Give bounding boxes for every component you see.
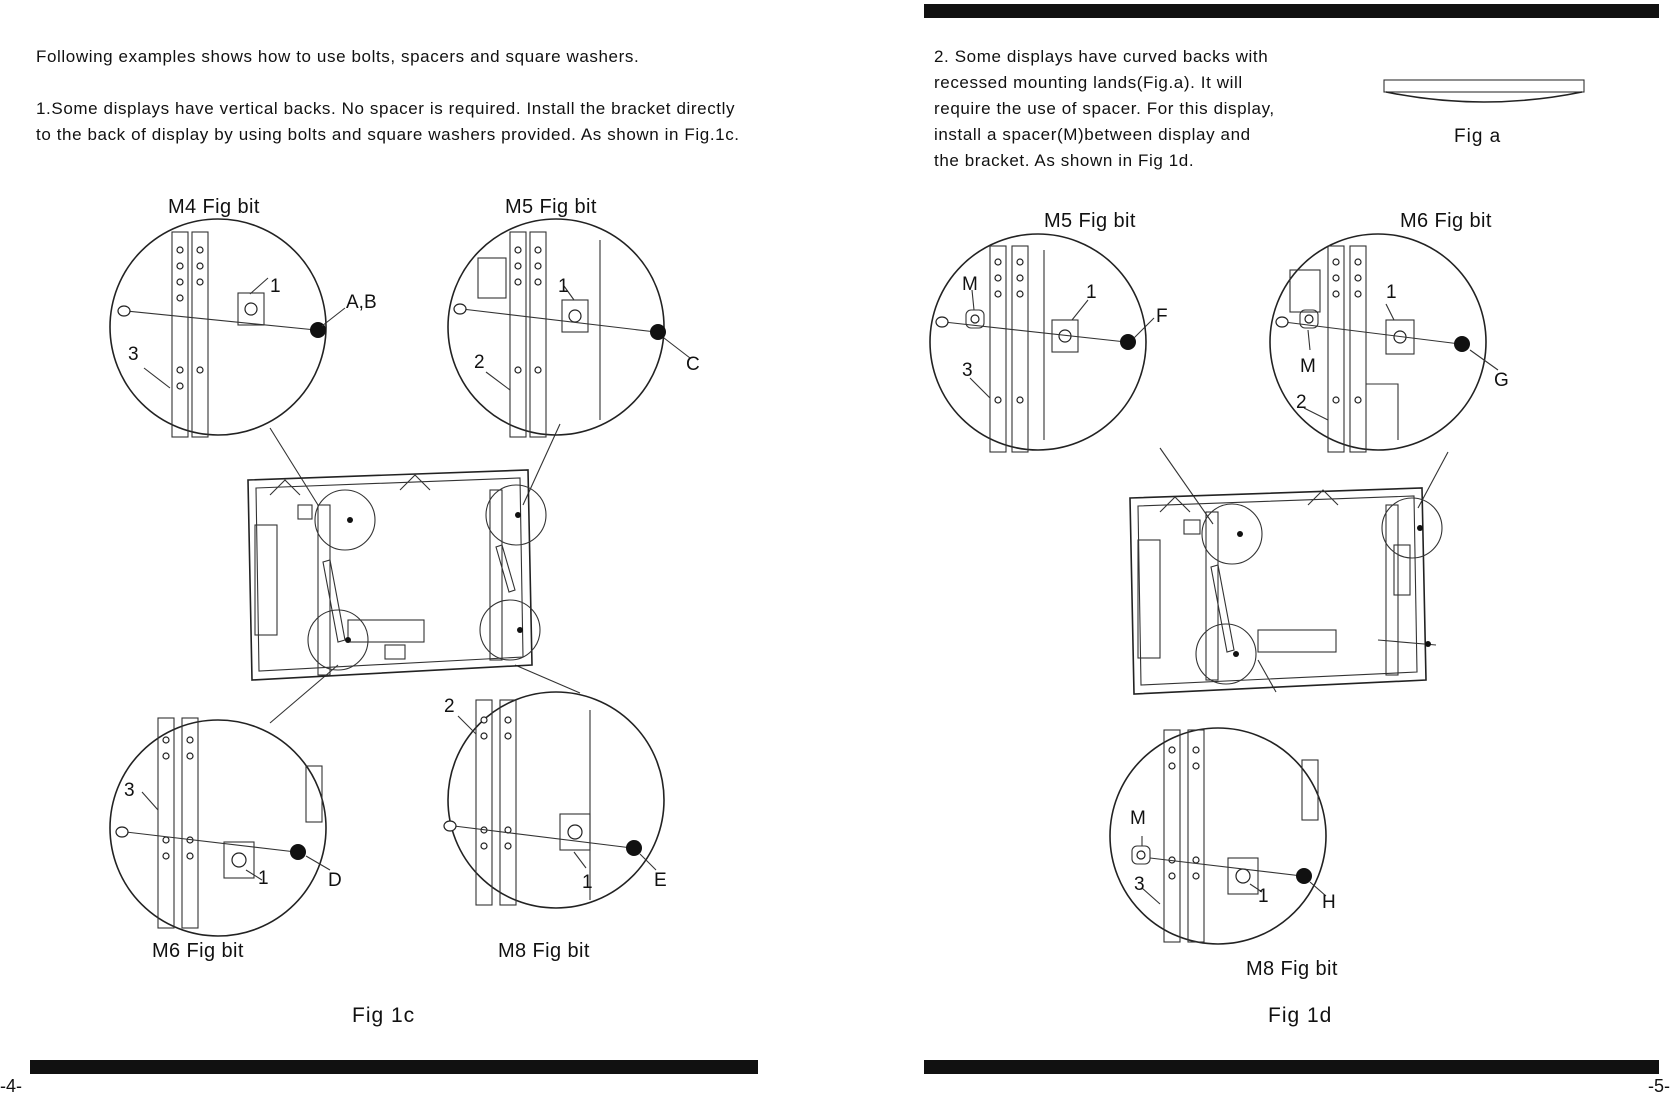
callout-m5r-washer: 1 [1086,282,1097,303]
detail-circle-m6 [109,717,331,937]
figure-caption-1c: Fig 1c [352,1004,416,1027]
detail-label-m8-right: M8 Fig bit [1246,958,1338,980]
callout-m5-spacer: M [962,274,978,295]
right-page: 2. Some displays have curved backs with … [838,0,1677,1097]
callout-m5-washer: 1 [558,276,569,297]
callout-m6-washer: 1 [258,868,269,889]
callout-m4-bolt: A,B [346,292,377,313]
tv-back-illustration-right [1129,487,1443,695]
detail-circle-m8-right [1109,727,1327,945]
callout-m6-bolt: D [328,870,342,891]
detail-circle-m4 [109,218,346,438]
callout-m8r-spacer: M [1130,808,1146,829]
callout-m4-washer: 1 [270,276,281,297]
detail-circle-m8 [443,691,665,909]
detail-label-m5: M5 Fig bit [505,196,597,218]
tv-back-illustration [247,469,547,681]
detail-circle-m6-right [1269,233,1499,453]
top-rule-right [924,4,1659,18]
callout-m5-bolt: C [686,354,700,375]
detail-label-m6: M6 Fig bit [152,940,244,962]
detail-label-m4: M4 Fig bit [168,196,260,218]
callout-m8-rail: 2 [444,696,455,717]
callout-m8r-rail: 3 [1134,874,1145,895]
page-number-right: -5- [1648,1076,1670,1096]
callout-m6r-bolt: G [1494,370,1509,391]
para2-line4: install a spacer(M)between display and [934,125,1251,144]
figure-1c-illustration: 1 A,B 3 1 2 C [109,218,700,937]
bottom-rule-right [924,1060,1659,1074]
intro-text: Following examples shows how to use bolt… [36,47,640,66]
figure-caption-1d: Fig 1d [1268,1004,1333,1027]
bottom-rule-left [30,1060,758,1074]
callout-m8-washer: 1 [582,872,593,893]
para2-line2: recessed mounting lands(Fig.a). It will [934,73,1243,92]
para1-line1: 1.Some displays have vertical backs. No … [36,99,736,118]
callout-m5r-rail: 3 [962,360,973,381]
detail-label-m6-right: M6 Fig bit [1400,210,1492,232]
para2-line3: require the use of spacer. For this disp… [934,99,1275,118]
left-page: Following examples shows how to use bolt… [0,0,838,1097]
callout-m6r-washer: 1 [1386,282,1397,303]
fig-a-caption: Fig a [1454,126,1502,147]
figure-1d-illustration: M 1 F 3 1 M G 2 [929,79,1585,945]
callout-m6r-spacer: M [1300,356,1316,377]
page-number-left: -4- [0,1076,22,1096]
detail-circle-m5 [447,218,691,438]
callout-m8-bolt: E [654,870,667,891]
callout-m4-rail: 3 [128,344,139,365]
callout-m6r-rail: 2 [1296,392,1307,413]
callout-m5r-bolt: F [1156,306,1168,327]
fig-a-curved-back [1383,79,1585,103]
callout-m8r-bolt: H [1322,892,1336,913]
para1-line2: to the back of display by using bolts an… [36,125,740,144]
detail-circle-m5-right [929,233,1155,453]
callout-m8r-washer: 1 [1258,886,1269,907]
callout-m6-rail: 3 [124,780,135,801]
para2-line5: the bracket. As shown in Fig 1d. [934,151,1195,170]
callout-m5-rail: 2 [474,352,485,373]
detail-label-m5-right: M5 Fig bit [1044,210,1136,232]
detail-label-m8: M8 Fig bit [498,940,590,962]
para2-line1: 2. Some displays have curved backs with [934,47,1269,66]
